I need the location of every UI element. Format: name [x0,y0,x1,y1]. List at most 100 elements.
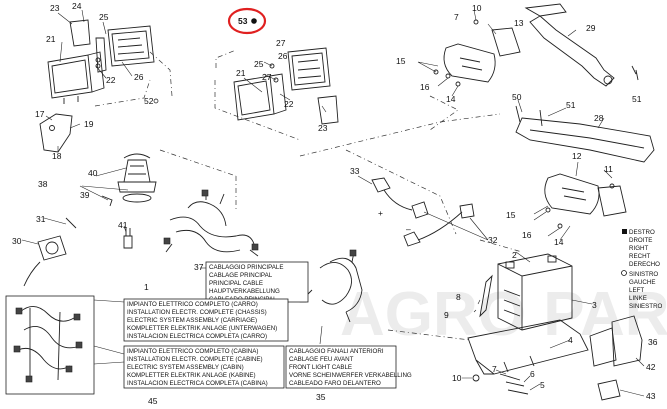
label-cabina-line-3: ELECTRIC SYSTEM ASSEMBLY (CABIN) [127,364,244,371]
callout-18: 18 [52,151,62,161]
rear-light-upper [417,3,615,97]
legend-right-line-5: DERECHO [629,261,660,268]
callout-33: 33 [350,166,360,176]
callout-52: 52 [144,96,154,106]
callout-39: 39 [80,190,90,200]
callout-35: 35 [316,392,326,402]
callout-23: 23 [50,3,60,13]
label-system-carro-box: IMPIANTO ELETTRICO COMPLETO (CARRO) INST… [123,298,289,342]
beacon-40 [79,153,157,207]
callout-21: 21 [46,34,56,44]
callout-26-upper: 26 [278,51,288,61]
callout-13: 13 [514,18,524,28]
callout-14-top: 14 [446,94,456,104]
legend-left-line-5: SINIESTRO [629,303,663,310]
bracket-17 [39,113,81,153]
work-light-left [47,9,173,107]
legend-right-line-1: DESTRO [629,229,655,236]
legend-right-marker [622,229,627,234]
label-carro-line-2: INSTALLATION ELECTR. COMPLETE (CHASSIS) [127,309,267,316]
callout-26: 26 [134,72,144,82]
callout-41: 41 [118,220,128,230]
callout-25: 25 [99,12,109,22]
rear-light-lower [533,161,627,241]
label-front-line-1: CABLAGGIO FANALI ANTERIORI [289,348,384,355]
label-main-cable-line-4: HAUPTVERKABELLUNG [209,288,280,295]
legend-left-line-4: LINKE [629,295,647,302]
callout-50: 50 [512,92,522,102]
callout-4: 4 [568,335,573,345]
label-system-cabina-box: IMPIANTO ELETTRICO COMPLETO (CABINA) INS… [123,345,285,389]
callout-45: 45 [148,396,158,406]
callout-7-bottom: 7 [492,364,497,374]
callout-22: 22 [106,75,116,85]
rear-crossbar-28 [515,65,655,163]
callout-10-top: 10 [472,3,482,13]
callout-8: 8 [456,292,461,302]
callout-labels: 23 24 25 21 22 26 52 17 19 18 53 27 26 2… [12,1,658,406]
label-main-cable-box: CABLAGGIO PRINCIPALE CABLAGE PRINCIPAL P… [205,261,309,303]
callout-14-bottom: 14 [554,237,564,247]
routing-line-1 [159,80,301,212]
label-front-line-2: CABLAGE FEU AVANT [289,356,354,363]
callout-53: 53 [238,16,248,26]
callout-1: 1 [144,282,149,292]
complete-harness [13,306,83,383]
callout-51-right: 51 [632,94,642,104]
callout-43: 43 [646,391,656,401]
connector-30 [21,217,77,287]
label-main-cable-line-2: CABLAGE PRINCIPAL [209,272,273,279]
svg-text:–: – [406,224,411,234]
fasteners-bottom [462,369,541,395]
callout-40: 40 [88,168,98,178]
battery-tray-4 [467,319,589,375]
callout-21-center: 21 [236,68,246,78]
callout-12: 12 [572,151,582,161]
callout-9: 9 [444,310,449,320]
main-harness-37 [163,189,259,257]
callout-15-top: 15 [396,56,406,66]
battery-2 [473,251,593,349]
callout-7-top: 7 [454,12,459,22]
label-main-cable-line-3: PRINCIPAL CABLE [209,280,263,287]
callout-32: 32 [488,235,498,245]
work-light-center [215,47,339,125]
callout-38: 38 [38,179,48,189]
svg-text:+: + [378,208,383,218]
legend-right-line-3: RIGHT [629,245,648,252]
cover-42 [589,315,645,401]
callout-6: 6 [530,369,535,379]
legend-right: DESTRO DROITE RIGHT RECHT DERECHO [622,229,660,268]
label-carro-line-4: KOMPLETTER ELEKTRIK ANLAGE (UNTERWAGEN) [127,325,277,332]
legend-left-line-2: GAUCHE [629,279,655,286]
routing-line-2 [299,113,501,235]
callout-10-bottom: 10 [452,373,462,383]
harness-leader [93,299,125,365]
callout-31: 31 [36,214,46,224]
highlight-ring [227,7,267,35]
legend-left-line-1: SINISTRO [629,271,658,278]
callout-37: 37 [194,262,204,272]
label-front-line-3: FRONT LIGHT CABLE [289,364,352,371]
callout-42: 42 [646,362,656,372]
callout-11: 11 [604,164,613,174]
callout-3: 3 [592,300,597,310]
callout-30: 30 [12,236,22,246]
callout-27-center: 27 [262,72,272,82]
callout-24: 24 [72,1,82,11]
lamp-41 [123,225,133,249]
label-carro-line-3: ELECTRIC SYSTEM ASSEMBLY (CARRIAGE) [127,317,257,324]
callout-23-center: 23 [318,123,328,133]
label-cabina-line-5: INSTALACION ELECTRICA COMPLETA (CABINA) [127,380,268,387]
routing-line-3 [387,239,523,341]
callout-25-center: 25 [254,59,264,69]
callout-29: 29 [586,23,596,33]
legend-right-line-2: DROITE [629,237,652,244]
label-cabina-line-2: INSTALLATION ELECTR. COMPLETE (CABINE) [127,356,263,363]
highlight-dot [251,18,257,24]
leader-front-lights [319,325,323,345]
label-cabina-line-1: IMPIANTO ELETTRICO COMPLETO (CABINA) [127,348,258,355]
legend-left: SINISTRO GAUCHE LEFT LINKE SINIESTRO [621,270,663,310]
label-front-line-4: VORNE SCHEINWERFER VERKABELLING [289,372,412,379]
